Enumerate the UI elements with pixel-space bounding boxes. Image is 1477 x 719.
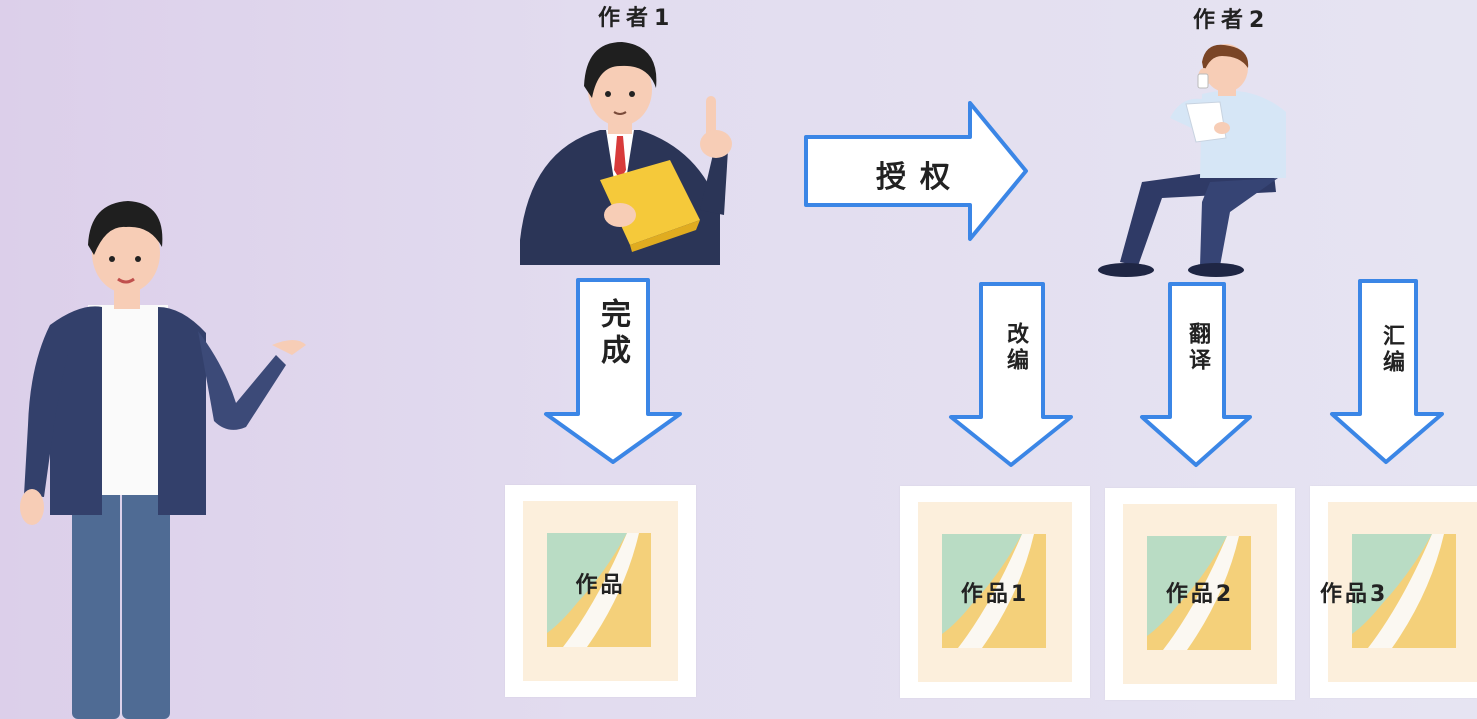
author1-figure <box>520 42 732 265</box>
adapt-arrow <box>949 282 1073 467</box>
adapt-label: 改编 <box>1003 322 1028 374</box>
work3-label: 作品3 <box>1320 582 1389 607</box>
work-card: 作品 <box>505 485 696 697</box>
author2-figure <box>1098 44 1286 277</box>
complete-arrow <box>544 278 682 464</box>
work1-art <box>942 534 1046 648</box>
author1-label: 作者1 <box>598 6 676 31</box>
work2-card: 作品2 <box>1105 488 1295 700</box>
authorize-arrow <box>804 101 1028 241</box>
work-art <box>547 533 651 647</box>
work2-art <box>1147 536 1251 650</box>
author2-label: 作者2 <box>1193 8 1271 33</box>
work3-card: 作品3 <box>1310 486 1477 698</box>
work-label: 作品 <box>575 573 626 598</box>
translate-arrow <box>1140 282 1252 467</box>
work2-label: 作品2 <box>1165 582 1235 607</box>
work3-art <box>1352 534 1456 648</box>
compile-label: 汇编 <box>1379 324 1404 376</box>
complete-label: 完成 <box>595 298 630 370</box>
work1-card: 作品1 <box>900 486 1090 698</box>
translate-label: 翻译 <box>1185 322 1210 374</box>
compile-arrow <box>1330 279 1444 464</box>
work1-label: 作品1 <box>960 582 1030 607</box>
presenter-figure <box>20 201 306 719</box>
authorize-label: 授权 <box>876 160 964 195</box>
